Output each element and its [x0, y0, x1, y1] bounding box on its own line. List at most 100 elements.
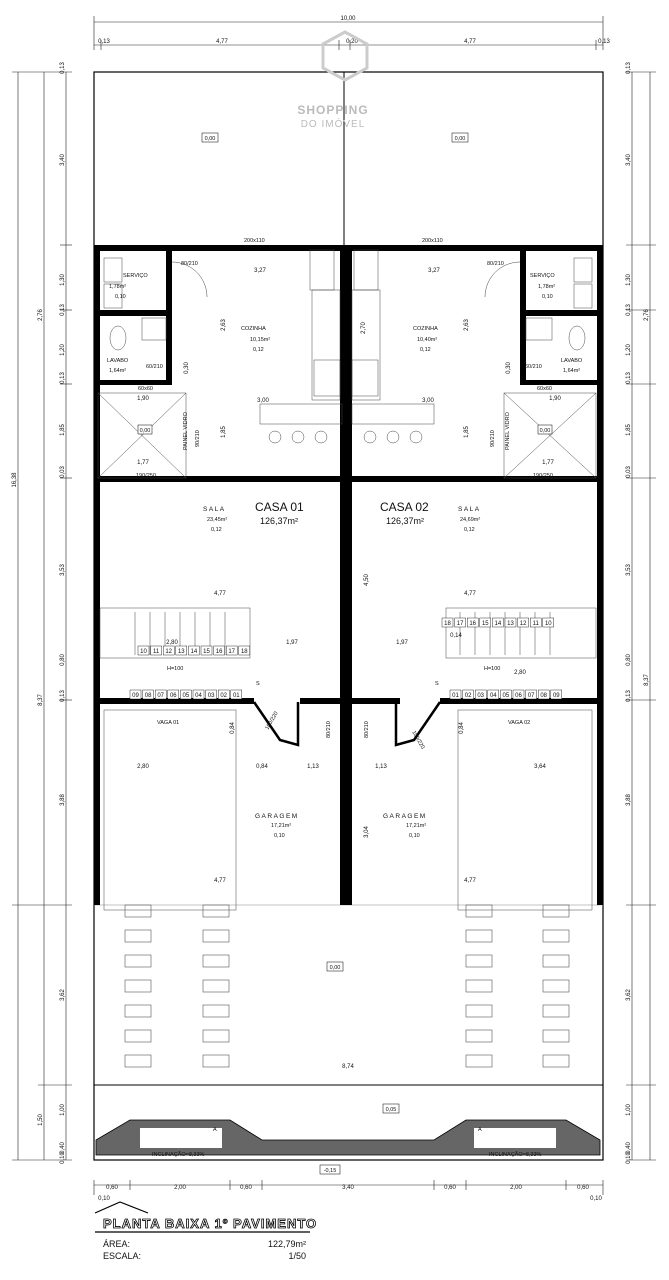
stair-lower-2-box-4 — [500, 689, 512, 700]
janela-190-1: 190/250 — [136, 473, 156, 479]
dim-left-detail-2: 1,30 — [60, 274, 66, 286]
stair-upper-2-3: 15 — [482, 621, 489, 627]
dim-total-width: 10,00 — [340, 16, 356, 22]
dim-right-detail-10: 0,13 — [626, 690, 632, 702]
dim-left-detail-6: 1,85 — [60, 424, 66, 436]
cozinha-level-1: 0,12 — [253, 347, 264, 353]
dim-i-113-2: 1,13 — [375, 764, 387, 770]
dim-i-185-1: 1,85 — [221, 426, 227, 438]
stair-h-label-2: H=100 — [484, 666, 500, 672]
dim-i-477-4: 4,77 — [464, 878, 476, 884]
watermark: SHOPPING DO IMÓVEL — [297, 30, 369, 130]
stair-upper-2-box-6 — [517, 617, 529, 628]
dim-top-2: 0,20 — [346, 39, 358, 45]
cozinha-area-2: 10,40m² — [417, 337, 437, 343]
dim-i-280-1: 2,80 — [166, 640, 178, 646]
stair-upper-1-7: 17 — [228, 649, 235, 655]
sala-name-2: SALA — [458, 506, 481, 513]
dim-left-sub-0: 2,76 — [38, 309, 44, 321]
dim-i-113-1: 1,13 — [307, 764, 319, 770]
stair-lower-2-7: 08 — [540, 693, 547, 699]
stair-lower-1-box-3 — [167, 689, 180, 700]
cozinha-name-2: COZINHA — [413, 326, 438, 332]
dim-i-177-2: 1,77 — [542, 460, 554, 466]
dim-i-364: 3,64 — [534, 764, 546, 770]
dim-i-014: 0,14 — [450, 633, 462, 639]
stair-lower-2-box-3 — [487, 689, 499, 700]
room-labels: SERVIÇO 1,78m² 0,10 SERVIÇO 1,78m² 0,10 … — [107, 273, 583, 839]
ramp-label-1: INCLINAÇÃO=8,33% — [152, 1151, 205, 1158]
dim-i-190-2: 1,90 — [549, 396, 561, 402]
stair-upper-1-box-6 — [213, 645, 225, 656]
stair-upper-1-box-2 — [162, 645, 175, 656]
stair-lower-1-box-8 — [230, 689, 243, 700]
stair-lower-1-3: 06 — [170, 693, 177, 699]
stair-upper-1-box-8 — [238, 645, 251, 656]
level-quintal-1: 0,00 — [205, 136, 216, 142]
dim-bottom-edge-left: 0,10 — [98, 1196, 110, 1202]
vaga-1-label: VAGA 01 — [157, 720, 179, 726]
ramp-marker-1: A — [213, 1127, 217, 1133]
stair-lower-2-box-0 — [449, 689, 462, 700]
stair-lower-1-box-6 — [205, 689, 217, 700]
dim-i-030-1: 0,30 — [184, 362, 190, 374]
stair-upper-2-box-2 — [467, 617, 479, 628]
stair-upper-2-box-8 — [542, 617, 554, 628]
servico-level-2: 0,10 — [542, 294, 553, 300]
dim-right-sub-0: 2,76 — [644, 309, 650, 321]
dim-right-detail-9: 0,80 — [626, 654, 632, 666]
title-roof — [94, 1201, 310, 1233]
dim-left-sub-2: 1,50 — [38, 1114, 44, 1126]
stair-lower-1-2: 07 — [157, 693, 164, 699]
garagem-name-1: GARAGEM — [255, 813, 299, 820]
dim-i-450: 4,50 — [364, 574, 370, 586]
cozinha-area-1: 10,15m² — [250, 337, 270, 343]
dim-left-detail-14: 0,40 — [60, 1142, 66, 1154]
dim-bottom-0: 0,60 — [106, 1185, 118, 1191]
stair-lower-1-box-2 — [154, 689, 167, 700]
dim-right-sub-1: 8,37 — [644, 674, 650, 686]
porta-vidro-1: 90/210 — [195, 430, 201, 447]
cozinha-name-1: COZINHA — [241, 326, 266, 332]
stair-lower-2-4: 05 — [503, 693, 510, 699]
stair-h-label-1: H=100 — [167, 666, 183, 672]
stair-lower-1-box-0 — [129, 689, 142, 700]
stair-s-1: S — [256, 681, 260, 687]
dim-right-detail-15: 0,10 — [626, 1152, 632, 1164]
dim-i-084-v2: 0,84 — [459, 722, 465, 734]
dim-right-detail-4: 1,20 — [626, 344, 632, 356]
stair-lower-1-box-1 — [142, 689, 154, 700]
servico-level-1: 0,10 — [115, 294, 126, 300]
vaga-2-label: VAGA 02 — [508, 720, 530, 726]
dim-i-190-1: 1,90 — [137, 396, 149, 402]
porta-servico-2: 80/210 — [487, 261, 504, 267]
walls — [94, 245, 603, 905]
stair-upper-2-box-0 — [441, 617, 454, 628]
dim-i-477-3: 4,77 — [214, 878, 226, 884]
level-markers: 0,00 0,00 0,00 0,05 -0,15 0,00 0,00 — [137, 132, 553, 1175]
stair-lower-1-box-7 — [217, 689, 230, 700]
stair-upper-1-1: 11 — [153, 649, 160, 655]
stair-upper-1-box-5 — [200, 645, 213, 656]
dim-left-sub-1: 8,37 — [38, 694, 44, 706]
sala-name-1: SALA — [203, 506, 226, 513]
janela-190-2: 190/250 — [533, 473, 553, 479]
casa-2-area: 126,37m² — [386, 516, 424, 526]
dim-left-detail-13: 1,00 — [60, 1104, 66, 1116]
watermark-line2: DO IMÓVEL — [301, 117, 366, 130]
dim-left-detail-9: 0,80 — [60, 654, 66, 666]
dim-right-detail-2: 1,30 — [626, 274, 632, 286]
janela-60-2: 60x60 — [537, 386, 552, 392]
sala-area-1: 23,45m² — [207, 517, 227, 523]
lavabo-area-1: 1,64m² — [109, 368, 126, 374]
garagem-level-2: 0,10 — [409, 833, 420, 839]
dim-right-detail-7: 0,03 — [626, 466, 632, 478]
stair-upper-2-box-3 — [479, 617, 491, 628]
stair-upper-1-3: 13 — [178, 649, 185, 655]
cozinha-level-2: 0,12 — [420, 347, 431, 353]
ramp-marker-2: A — [478, 1127, 482, 1133]
stair-lower-2-3: 04 — [490, 693, 497, 699]
lavabo-area-2: 1,64m² — [563, 368, 580, 374]
painel-vidro-1: PAINEL VIDRO — [183, 411, 189, 450]
level-patio-1: 0,00 — [140, 428, 151, 434]
